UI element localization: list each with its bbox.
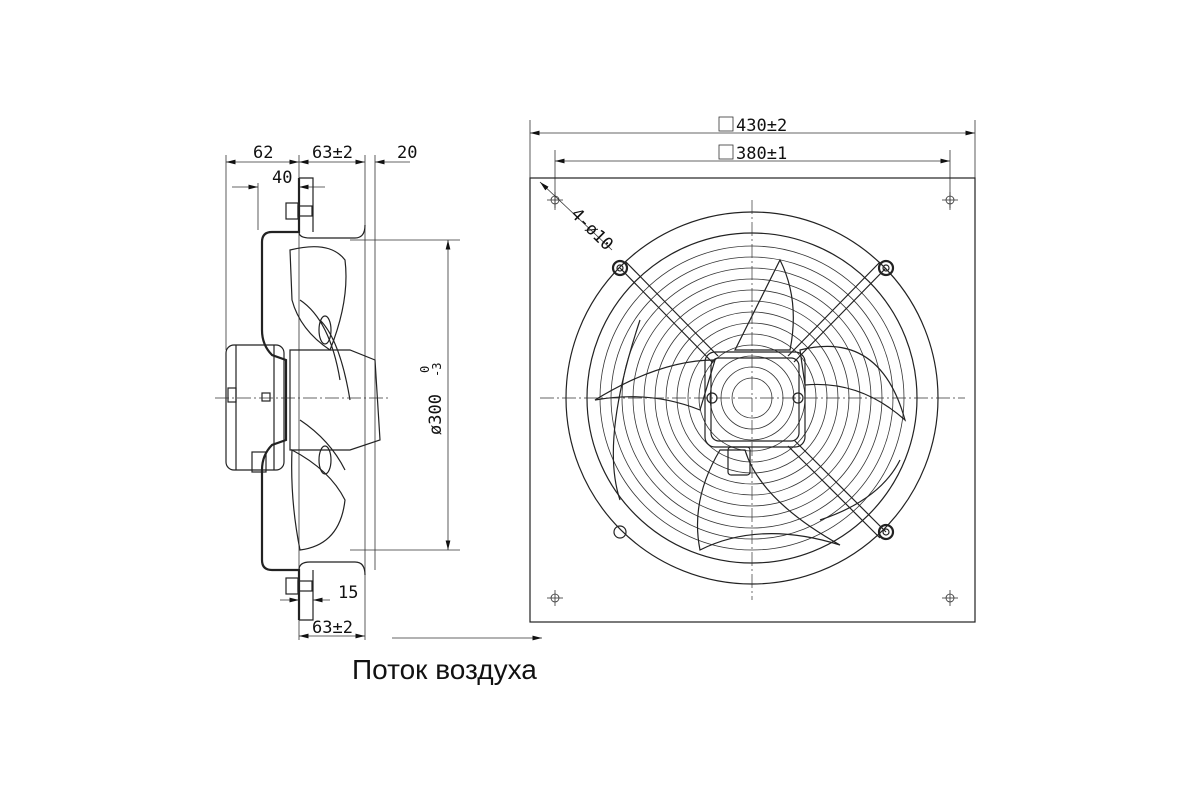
dim-diameter-value: ø300 — [426, 394, 446, 435]
junction-box — [704, 351, 806, 448]
dim-62: 62 — [253, 143, 273, 163]
dim-diameter-tol-upper: 0 — [418, 366, 432, 373]
dim-diameter-300: ø300 -3 0 — [418, 363, 446, 435]
dim-diameter-tol-lower: -3 — [430, 363, 444, 377]
dim-40: 40 — [272, 168, 292, 188]
mount-hole — [877, 523, 895, 541]
mount-hole — [611, 259, 629, 277]
dim-430: 430±2 — [736, 116, 787, 136]
dim-380: 380±1 — [736, 144, 787, 164]
dim-63-top: 63±2 — [312, 143, 353, 163]
side-view: 62 63±2 20 40 ø300 -3 0 — [215, 143, 542, 685]
front-view: 430±2 380±1 4-ø10 — [529, 116, 976, 623]
dim-holes: 4-ø10 — [566, 204, 616, 254]
mounting-plate — [529, 177, 976, 623]
airflow-label: Поток воздуха — [352, 654, 537, 685]
dim-63-bottom: 63±2 — [312, 618, 353, 638]
mount-hole — [877, 259, 895, 277]
dim-15: 15 — [338, 583, 358, 603]
dim-20: 20 — [397, 143, 417, 163]
